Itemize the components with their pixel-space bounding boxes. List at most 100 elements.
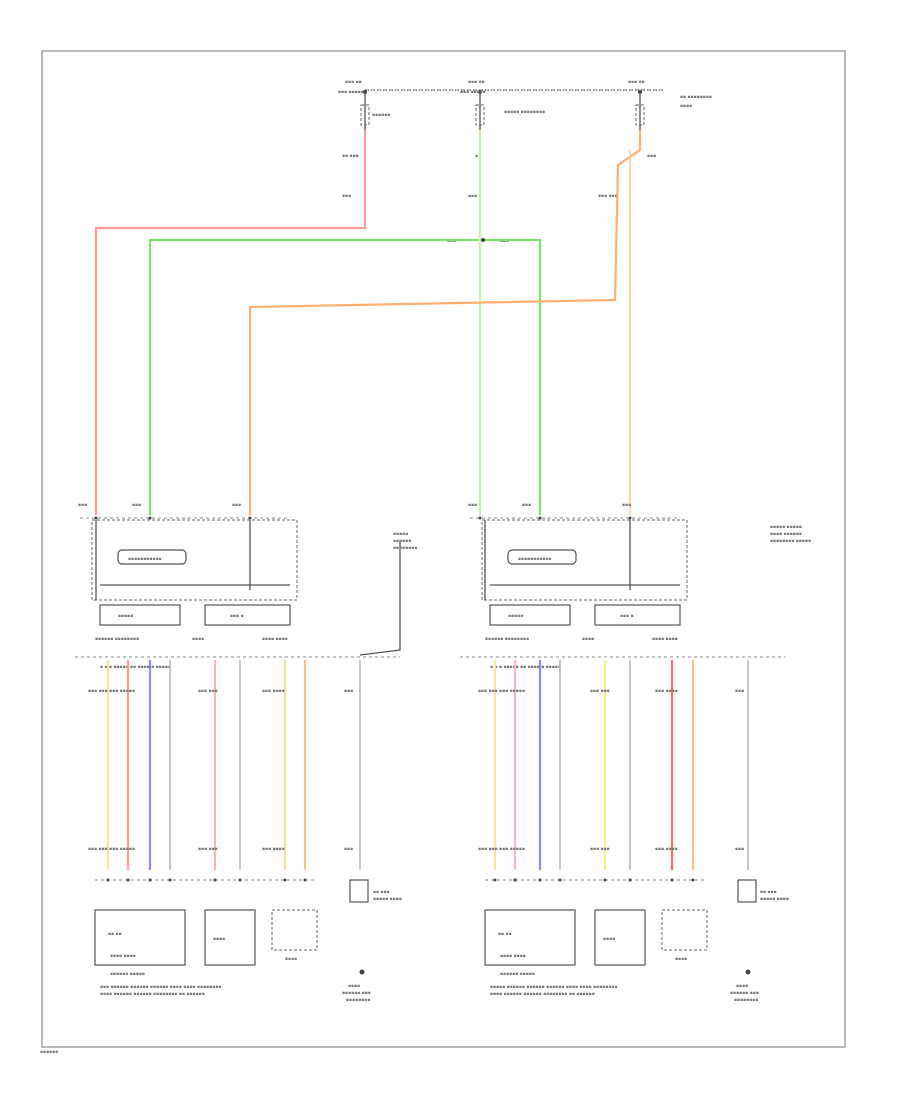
svg-text:▪▪▪▪ ▪▪▪▪▪▪ ▪▪▪▪▪▪ ▪▪▪▪▪▪▪▪ ▪▪: ▪▪▪▪ ▪▪▪▪▪▪ ▪▪▪▪▪▪ ▪▪▪▪▪▪▪▪ ▪▪ ▪▪▪▪▪▪ <box>100 992 205 997</box>
svg-text:▪▪▪▪▪▪▪▪: ▪▪▪▪▪▪▪▪ <box>393 546 417 551</box>
seat-heater-back <box>594 909 646 966</box>
left-seat-circuit: ▪▪▪ ▪▪▪ ▪▪▪ ▪▪▪▪▪▪▪▪▪▪▪ ▪▪▪▪▪ ▪▪▪ ▪ ▪▪▪▪… <box>75 503 417 1003</box>
seat-switch-module <box>91 519 298 601</box>
svg-text:▪▪▪▪▪: ▪▪▪▪▪ <box>118 614 133 619</box>
wire-label: ▪ <box>475 154 478 159</box>
wire-label: ▪▪▪ ▪▪▪ <box>598 194 618 199</box>
svg-text:▪▪▪▪▪▪ ▪▪▪▪▪: ▪▪▪▪▪▪ ▪▪▪▪▪ <box>110 972 145 977</box>
svg-text:▪▪▪▪▪: ▪▪▪▪▪ <box>393 532 408 537</box>
svg-text:▪▪▪▪: ▪▪▪▪ <box>675 957 687 962</box>
svg-text:▪▪▪▪: ▪▪▪▪ <box>348 984 360 989</box>
svg-text:▪▪▪ ▪▪▪: ▪▪▪ ▪▪▪ <box>198 847 218 852</box>
svg-text:▪▪▪: ▪▪▪ <box>522 503 531 508</box>
svg-text:▪▪▪▪▪ ▪▪▪▪▪▪▪▪: ▪▪▪▪▪ ▪▪▪▪▪▪▪▪ <box>504 110 545 115</box>
svg-text:▪▪▪▪: ▪▪▪▪ <box>192 637 204 642</box>
svg-text:▪▪▪ ▪▪: ▪▪▪ ▪▪ <box>468 80 485 85</box>
wire-label: ▪▪▪ <box>342 194 351 199</box>
svg-text:▪▪▪▪▪▪: ▪▪▪▪▪▪ <box>372 113 390 118</box>
wire-label: ▪▪▪ <box>468 194 477 199</box>
ground-point <box>745 969 751 975</box>
svg-text:▪▪▪▪▪▪: ▪▪▪▪▪▪ <box>393 539 411 544</box>
svg-text:▪▪▪▪: ▪▪▪▪ <box>680 104 692 109</box>
svg-text:▪▪▪▪▪▪▪▪: ▪▪▪▪▪▪▪▪ <box>346 998 370 1003</box>
svg-text:▪▪▪▪: ▪▪▪▪ <box>582 637 594 642</box>
svg-text:▪▪ ▪▪▪: ▪▪ ▪▪▪ <box>373 890 390 895</box>
fuse-center: ▪▪▪ ▪▪ ▪▪▪ ▪▪▪▪▪ ▪▪▪▪▪ ▪▪▪▪▪▪▪▪ <box>460 80 545 130</box>
svg-text:▪▪▪: ▪▪▪ <box>735 847 744 852</box>
level-switch <box>594 604 681 626</box>
svg-text:▪▪▪ ▪▪▪ ▪▪▪ ▪▪▪▪▪: ▪▪▪ ▪▪▪ ▪▪▪ ▪▪▪▪▪ <box>88 847 135 852</box>
seat-heater-cushion <box>484 909 576 966</box>
svg-text:▪▪▪▪▪ ▪▪▪▪: ▪▪▪▪▪ ▪▪▪▪ <box>760 897 789 902</box>
wire-label: ▪▪▪ <box>447 239 456 244</box>
svg-text:▪▪▪ ▪▪▪▪: ▪▪▪ ▪▪▪▪ <box>655 847 678 852</box>
fuse-left: ▪▪▪ ▪▪ ▪▪▪ ▪▪▪▪▪ ▪▪▪▪▪▪ <box>338 80 390 130</box>
seat-heater-back <box>204 909 256 966</box>
svg-text:▪▪▪▪▪▪ ▪▪▪: ▪▪▪▪▪▪ ▪▪▪ <box>342 991 371 996</box>
svg-text:▪▪▪ ▪▪▪▪: ▪▪▪ ▪▪▪▪ <box>262 847 285 852</box>
svg-text:▪▪▪▪▪▪ ▪▪▪▪▪: ▪▪▪▪▪▪ ▪▪▪▪▪ <box>500 972 535 977</box>
svg-text:▪▪▪▪ ▪▪▪▪: ▪▪▪▪ ▪▪▪▪ <box>110 954 136 959</box>
svg-text:▪ ▪ ▪ ▪▪▪▪▪ ▪▪ ▪▪▪▪ ▪ ▪▪▪▪▪: ▪ ▪ ▪ ▪▪▪▪▪ ▪▪ ▪▪▪▪ ▪ ▪▪▪▪▪ <box>100 665 171 670</box>
seat-switch-module <box>481 519 688 601</box>
wire-label: ▪▪▪ <box>647 154 656 159</box>
heater-relay <box>99 604 181 626</box>
svg-text:▪▪▪▪▪ ▪▪▪▪▪: ▪▪▪▪▪ ▪▪▪▪▪ <box>770 525 802 530</box>
svg-text:▪▪▪ ▪: ▪▪▪ ▪ <box>230 614 244 619</box>
svg-text:▪▪▪ ▪▪▪▪▪: ▪▪▪ ▪▪▪▪▪ <box>338 90 364 95</box>
svg-text:▪ ▪ ▪ ▪▪▪▪▪ ▪▪ ▪▪▪▪ ▪ ▪▪▪▪▪: ▪ ▪ ▪ ▪▪▪▪▪ ▪▪ ▪▪▪▪ ▪ ▪▪▪▪▪ <box>490 665 561 670</box>
svg-text:▪▪▪: ▪▪▪ <box>232 503 241 508</box>
splice-node <box>481 238 485 242</box>
fuse-right: ▪▪▪ ▪▪ ▪▪ ▪▪▪▪▪▪▪▪ ▪▪▪▪ <box>628 80 712 130</box>
svg-text:▪▪▪▪ ▪▪▪▪▪▪: ▪▪▪▪ ▪▪▪▪▪▪ <box>770 532 802 537</box>
heater-relay <box>489 604 571 626</box>
svg-text:▪▪▪▪: ▪▪▪▪ <box>603 937 615 942</box>
svg-text:▪▪▪ ▪▪▪: ▪▪▪ ▪▪▪ <box>198 689 218 694</box>
svg-text:▪▪▪ ▪▪▪: ▪▪▪ ▪▪▪ <box>590 847 610 852</box>
svg-text:▪▪▪: ▪▪▪ <box>344 847 353 852</box>
heater-switch-element <box>507 549 577 565</box>
svg-text:▪▪▪▪▪▪▪▪: ▪▪▪▪▪▪▪▪ <box>734 998 758 1003</box>
svg-text:▪▪▪▪▪▪ ▪▪▪: ▪▪▪▪▪▪ ▪▪▪ <box>730 991 759 996</box>
svg-text:▪▪▪▪ ▪▪▪▪: ▪▪▪▪ ▪▪▪▪ <box>652 637 678 642</box>
svg-text:▪▪▪ ▪▪: ▪▪▪ ▪▪ <box>628 80 645 85</box>
svg-text:▪▪▪▪: ▪▪▪▪ <box>736 984 748 989</box>
svg-text:▪▪▪▪▪▪ ▪▪▪▪▪▪▪▪: ▪▪▪▪▪▪ ▪▪▪▪▪▪▪▪ <box>485 637 529 642</box>
svg-text:▪▪▪: ▪▪▪ <box>78 503 87 508</box>
svg-text:▪▪▪ ▪: ▪▪▪ ▪ <box>620 614 634 619</box>
temp-sensor <box>661 909 708 951</box>
svg-text:▪▪▪▪▪▪▪▪▪▪▪: ▪▪▪▪▪▪▪▪▪▪▪ <box>518 557 552 562</box>
svg-text:▪▪▪▪▪▪▪▪▪▪▪: ▪▪▪▪▪▪▪▪▪▪▪ <box>128 557 162 562</box>
svg-text:▪▪▪▪ ▪▪▪▪: ▪▪▪▪ ▪▪▪▪ <box>500 954 526 959</box>
pink-feed-wire <box>94 130 367 515</box>
svg-text:▪▪▪▪ ▪▪▪▪▪▪ ▪▪▪▪▪▪ ▪▪▪▪▪▪▪▪ ▪▪: ▪▪▪▪ ▪▪▪▪▪▪ ▪▪▪▪▪▪ ▪▪▪▪▪▪▪▪ ▪▪ ▪▪▪▪▪▪ <box>490 992 595 997</box>
svg-text:▪▪ ▪▪▪: ▪▪ ▪▪▪ <box>760 890 777 895</box>
svg-text:▪▪▪▪: ▪▪▪▪ <box>285 957 297 962</box>
svg-text:▪▪▪: ▪▪▪ <box>132 503 141 508</box>
svg-text:▪▪▪▪▪▪ ▪▪▪▪▪▪▪▪: ▪▪▪▪▪▪ ▪▪▪▪▪▪▪▪ <box>95 637 139 642</box>
svg-text:▪▪▪▪: ▪▪▪▪ <box>213 937 225 942</box>
svg-text:▪▪▪: ▪▪▪ <box>344 689 353 694</box>
svg-text:▪▪▪ ▪▪▪ ▪▪▪ ▪▪▪▪▪: ▪▪▪ ▪▪▪ ▪▪▪ ▪▪▪▪▪ <box>478 847 525 852</box>
svg-text:▪▪▪ ▪▪▪: ▪▪▪ ▪▪▪ <box>590 689 610 694</box>
heater-switch-element <box>117 549 187 565</box>
orange-feed-wire <box>248 130 642 515</box>
ground-component <box>349 879 369 903</box>
green-feed-wire <box>148 238 542 515</box>
svg-text:▪▪▪: ▪▪▪ <box>735 689 744 694</box>
svg-text:▪▪▪▪▪: ▪▪▪▪▪ <box>508 614 523 619</box>
diagram-code: ▪▪▪▪▪▪ <box>40 1050 58 1055</box>
seat-heater-cushion <box>94 909 186 966</box>
svg-text:▪▪▪: ▪▪▪ <box>468 503 477 508</box>
svg-text:▪▪▪▪▪▪▪▪ ▪▪▪▪▪: ▪▪▪▪▪▪▪▪ ▪▪▪▪▪ <box>770 539 811 544</box>
svg-text:▪▪▪ ▪▪: ▪▪▪ ▪▪ <box>345 80 362 85</box>
svg-text:▪▪▪: ▪▪▪ <box>622 503 631 508</box>
temp-sensor <box>271 909 318 951</box>
svg-text:▪▪▪ ▪▪▪▪: ▪▪▪ ▪▪▪▪ <box>655 689 678 694</box>
svg-text:▪▪▪▪▪ ▪▪▪▪▪▪ ▪▪▪▪▪▪ ▪▪▪▪▪▪ ▪▪▪: ▪▪▪▪▪ ▪▪▪▪▪▪ ▪▪▪▪▪▪ ▪▪▪▪▪▪ ▪▪▪▪ ▪▪▪▪ ▪▪▪… <box>490 985 618 990</box>
ground-component <box>737 879 757 903</box>
diagram-frame <box>41 50 846 1048</box>
svg-text:▪▪▪ ▪▪▪▪▪▪ ▪▪▪▪▪▪ ▪▪▪▪▪▪ ▪▪▪▪: ▪▪▪ ▪▪▪▪▪▪ ▪▪▪▪▪▪ ▪▪▪▪▪▪ ▪▪▪▪ ▪▪▪▪ ▪▪▪▪▪… <box>100 985 221 990</box>
level-switch <box>204 604 291 626</box>
